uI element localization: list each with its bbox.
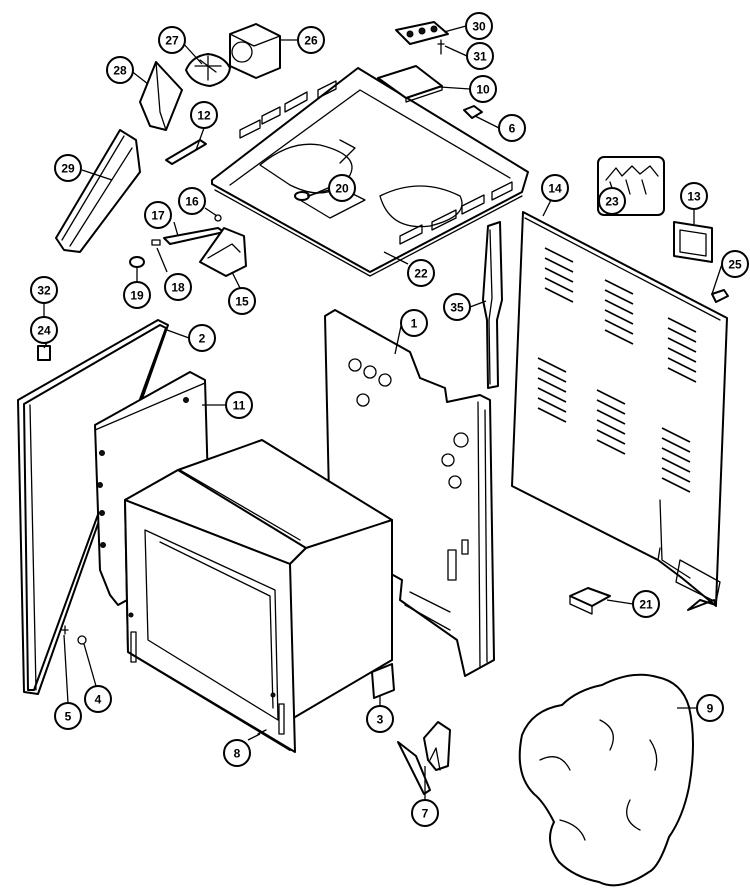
- part-bracket: [165, 139, 207, 165]
- callout-label: 13: [687, 190, 701, 204]
- callout-26: 26: [297, 26, 325, 54]
- callout-3: 3: [366, 705, 394, 733]
- part-spring: [151, 239, 161, 246]
- callout-22: 22: [407, 259, 435, 287]
- part-cover-plate: [377, 65, 443, 103]
- callout-label: 35: [450, 301, 464, 315]
- callout-16: 16: [178, 187, 206, 215]
- callout-label: 18: [171, 281, 185, 295]
- callout-label: 5: [65, 710, 72, 724]
- callout-label: 7: [422, 807, 429, 821]
- callout-label: 29: [61, 162, 75, 176]
- callout-7: 7: [411, 799, 439, 827]
- callout-label: 9: [707, 702, 714, 716]
- callout-label: 19: [130, 289, 144, 303]
- callout-label: 1: [411, 317, 418, 331]
- callout-13: 13: [680, 182, 708, 210]
- callout-27: 27: [158, 26, 186, 54]
- part-insulation-blanket: [518, 673, 694, 887]
- callout-label: 6: [509, 122, 516, 136]
- part-rear-panel: [511, 211, 728, 611]
- part-screw-8: [257, 729, 267, 735]
- callout-label: 10: [476, 83, 490, 97]
- part-access-cover: [673, 221, 713, 263]
- callout-label: 30: [472, 20, 486, 34]
- callout-label: 32: [37, 284, 51, 298]
- callout-11: 11: [225, 391, 253, 419]
- part-fan-housing: [229, 23, 281, 79]
- callout-35: 35: [443, 293, 471, 321]
- callout-23: 23: [598, 187, 626, 215]
- callout-label: 21: [639, 598, 653, 612]
- callout-label: 16: [185, 195, 199, 209]
- callout-label: 8: [234, 747, 241, 761]
- callout-29: 29: [54, 154, 82, 182]
- callout-19: 19: [123, 281, 151, 309]
- callout-10: 10: [469, 75, 497, 103]
- part-small-screw: [214, 214, 222, 222]
- callout-4: 4: [84, 685, 112, 713]
- part-screw-5: [61, 625, 69, 635]
- callout-8: 8: [223, 739, 251, 767]
- callout-15: 15: [228, 287, 256, 315]
- callout-5: 5: [54, 702, 82, 730]
- callout-2: 2: [188, 324, 216, 352]
- part-foot: [37, 345, 51, 361]
- callout-25: 25: [721, 250, 749, 278]
- part-mounting-bracket: [569, 587, 611, 615]
- callout-label: 3: [377, 713, 384, 727]
- callout-label: 11: [233, 399, 246, 413]
- callout-label: 28: [113, 64, 127, 78]
- part-terminal-block: [395, 21, 449, 45]
- part-side-trim-strip: [482, 221, 503, 389]
- part-knob: [129, 256, 145, 268]
- part-clip-25: [711, 289, 729, 303]
- callout-label: 17: [151, 209, 165, 223]
- callout-label: 22: [414, 267, 428, 281]
- part-door-hinge: [397, 721, 451, 795]
- callout-30: 30: [465, 12, 493, 40]
- part-number-callouts: 1234567891011121314151617181920212223242…: [30, 12, 749, 827]
- part-oven-cavity: [124, 439, 393, 753]
- callout-label: 12: [197, 109, 211, 123]
- part-hinge-plate: [371, 663, 395, 699]
- callout-14: 14: [541, 174, 569, 202]
- callout-28: 28: [106, 56, 134, 84]
- callout-label: 2: [199, 332, 206, 346]
- part-clip: [463, 105, 483, 119]
- callout-17: 17: [144, 201, 172, 229]
- callout-label: 4: [95, 693, 102, 707]
- callout-9: 9: [696, 694, 724, 722]
- callout-20: 20: [328, 174, 356, 202]
- callout-6: 6: [498, 114, 526, 142]
- leader-lines: [43, 25, 723, 800]
- callout-31: 31: [466, 42, 494, 70]
- callout-21: 21: [632, 590, 660, 618]
- callout-label: 31: [473, 50, 487, 64]
- callout-12: 12: [190, 101, 218, 129]
- callout-1: 1: [400, 309, 428, 337]
- part-door-latch: [199, 227, 247, 277]
- callout-label: 26: [304, 34, 318, 48]
- part-duct-cover: [139, 61, 183, 131]
- part-screw: [437, 39, 445, 55]
- callout-18: 18: [164, 273, 192, 301]
- callout-label: 15: [235, 295, 249, 309]
- callout-label: 14: [548, 182, 562, 196]
- part-screw-4: [77, 635, 87, 645]
- callout-24: 24: [30, 316, 58, 344]
- part-vent-channel: [55, 129, 141, 253]
- callout-label: 24: [37, 324, 51, 338]
- callout-32: 32: [30, 276, 58, 304]
- part-sensor: [294, 191, 310, 201]
- callout-label: 27: [165, 34, 179, 48]
- callout-label: 20: [335, 182, 349, 196]
- callout-label: 25: [728, 258, 742, 272]
- part-fan-motor: [185, 53, 231, 87]
- part-right-side-panel: [324, 309, 495, 677]
- callout-label: 23: [605, 195, 619, 209]
